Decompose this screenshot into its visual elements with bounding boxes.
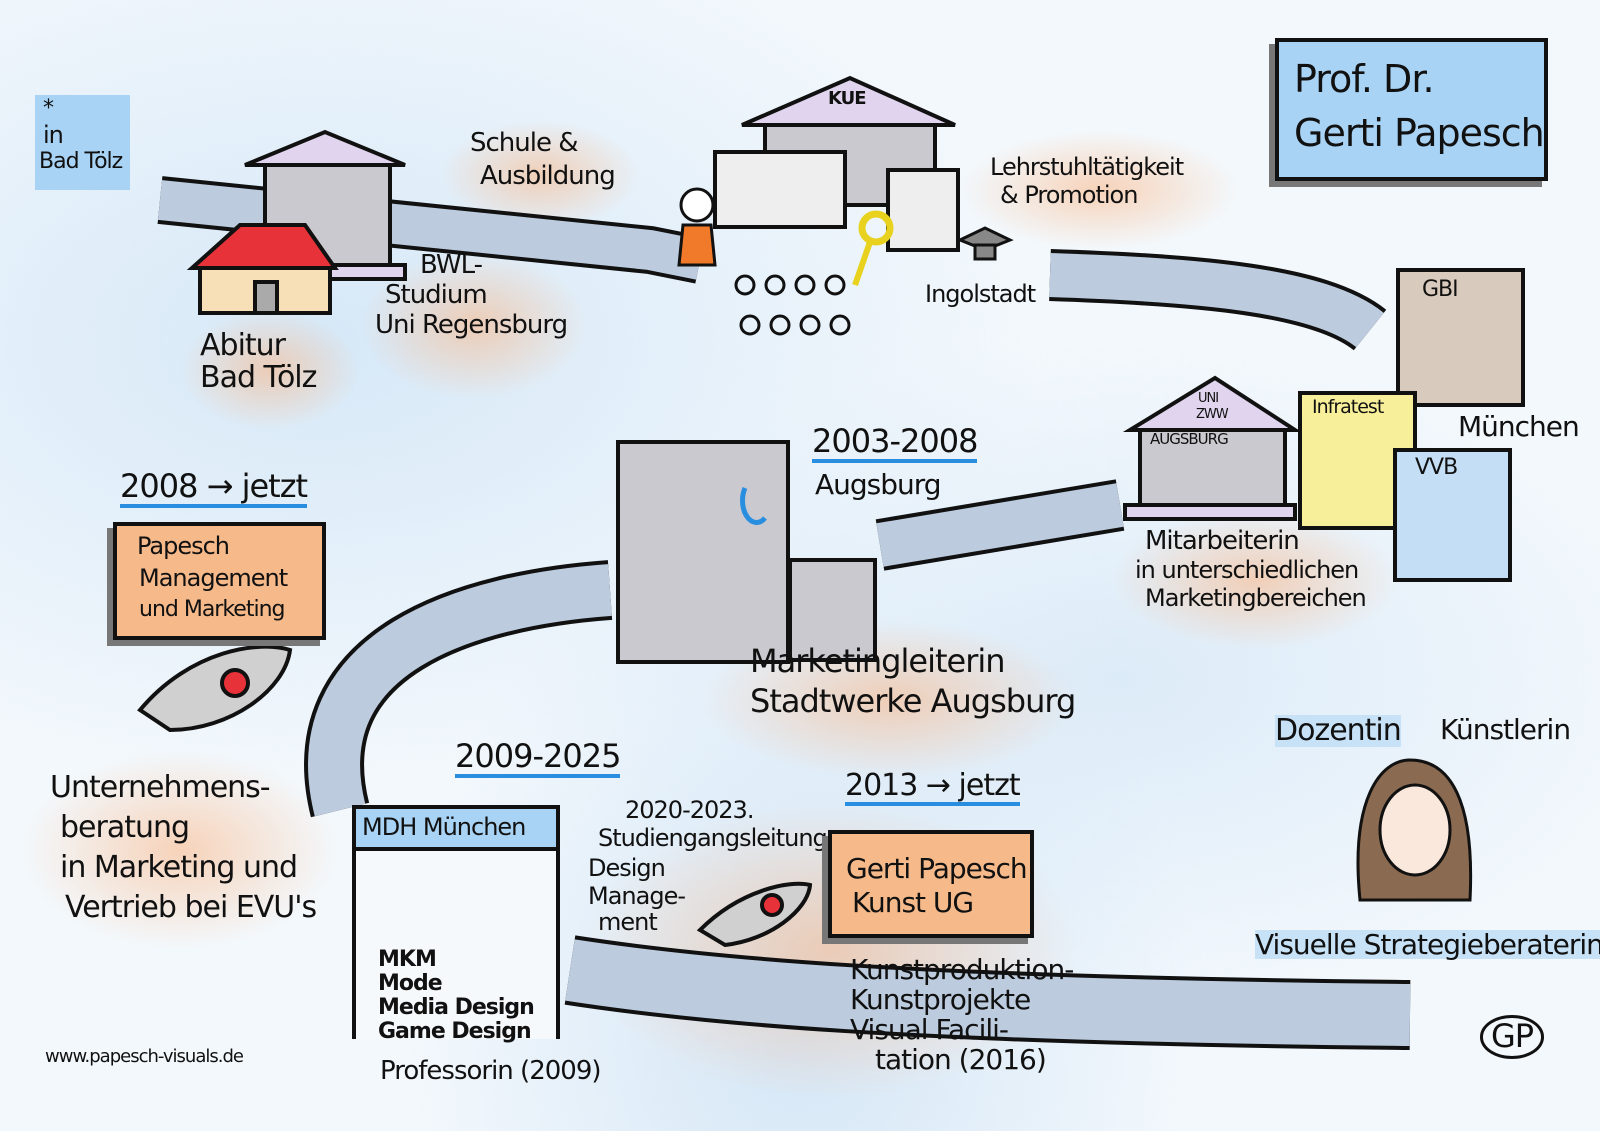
kunst-plate: Gerti Papesch Kunst UG <box>828 830 1034 938</box>
kue-role2: & Promotion <box>1000 181 1138 209</box>
schule-line2: Ausbildung <box>480 161 616 191</box>
birth-in: in <box>43 121 64 149</box>
kunst-desc2: Kunstprojekte <box>850 983 1031 1016</box>
birth-box: * in Bad Tölz <box>35 95 130 190</box>
ppm-desc3: in Marketing und <box>60 850 298 885</box>
ppm-line3: und Marketing <box>139 597 285 622</box>
ppm-desc4: Vertrieb bei EVU's <box>65 890 317 925</box>
munich-role2: in unterschiedlichen <box>1135 556 1359 584</box>
course-item: Game Design <box>378 1019 532 1044</box>
swa-role1: Marketingleiterin <box>750 642 1006 680</box>
name-plate: Prof. Dr. Gerti Papesch <box>1275 38 1548 181</box>
highlight <box>960 130 1240 250</box>
lead-line4: Manage- <box>588 882 686 910</box>
lead-title: Studiengangsleitung <box>598 824 828 852</box>
vvb-building-icon <box>1393 448 1512 582</box>
vvb-label: VVB <box>1415 455 1458 480</box>
munich-role1: Mitarbeiterin <box>1145 526 1300 556</box>
swa-years: 2003-2008 <box>812 424 978 463</box>
birth-place: Bad Tölz <box>39 149 123 174</box>
teacher-icon <box>677 187 717 267</box>
studium-line2: Studium <box>385 280 488 310</box>
highlight <box>180 310 360 430</box>
swa-logo-icon <box>740 486 767 525</box>
lead-years: 2020-2023. <box>625 796 754 824</box>
birth-star: * <box>43 96 54 121</box>
highlight <box>20 750 340 950</box>
rocket-icon <box>137 644 293 733</box>
lead-line3: Design <box>588 854 666 882</box>
uni-label2: ZWW <box>1196 407 1229 422</box>
kue-building-icon <box>713 75 960 286</box>
mdh-frame: MDH München <box>352 805 560 1039</box>
kue-role1: Lehrstuhltätigkeit <box>990 153 1184 181</box>
kunst-desc4: tation (2016) <box>875 1043 1047 1076</box>
audience-icon <box>734 274 851 336</box>
signature: GP <box>1480 1015 1545 1059</box>
kunst-line2: Kunst UG <box>852 886 974 919</box>
course-item: MKM <box>378 947 437 972</box>
lead-line5: ment <box>598 908 658 936</box>
kue-city: Ingolstadt <box>925 280 1036 308</box>
role-berater: Visuelle Strategieberaterin <box>1255 930 1600 959</box>
course-item: Media Design <box>378 995 535 1020</box>
kunst-years: 2013 → jetzt <box>845 770 1021 806</box>
mdh-years: 2009-2025 <box>455 739 621 778</box>
uni-label1: UNI <box>1198 391 1219 406</box>
ppm-plate: Papesch Management und Marketing <box>113 522 326 640</box>
uni-label3: AUGSBURG <box>1150 430 1229 448</box>
mdh-role: Professorin (2009) <box>380 1056 602 1086</box>
website-link[interactable]: www.papesch-visuals.de <box>45 1046 244 1067</box>
role-dozentin: Dozentin <box>1275 713 1402 748</box>
rocket-icon <box>696 881 813 948</box>
role-kuenstlerin: Künstlerin <box>1440 713 1571 746</box>
swa-role2: Stadtwerke Augsburg <box>750 682 1076 720</box>
name-full: Gerti Papesch <box>1294 111 1545 155</box>
kunst-line1: Gerti Papesch <box>846 852 1028 885</box>
mdh-title: MDH München <box>362 813 526 841</box>
kue-label: KUE <box>828 88 867 109</box>
infratest-label: Infratest <box>1312 396 1384 418</box>
gbi-building-icon <box>1396 268 1525 407</box>
abitur-label: Abitur Bad Tölz <box>200 328 317 395</box>
mdh-header: MDH München <box>356 809 556 851</box>
course-item: Mode <box>378 971 443 996</box>
graduation-cap-icon <box>956 226 1014 261</box>
ppm-desc1: Unternehmens- <box>50 770 271 805</box>
schule-line1: Schule & <box>470 128 579 158</box>
ppm-line2: Management <box>139 564 288 592</box>
stadtwerke-building-icon <box>616 440 790 664</box>
ppm-years: 2008 → jetzt <box>120 469 308 508</box>
school-house-icon <box>186 223 339 315</box>
swa-city: Augsburg <box>815 468 942 501</box>
ppm-desc2: beratung <box>60 810 190 845</box>
name-title: Prof. Dr. <box>1294 57 1435 101</box>
highlight <box>1110 510 1400 650</box>
studium-line1: BWL- <box>420 250 483 280</box>
gbi-label: GBI <box>1422 277 1459 302</box>
munich-role3: Marketingbereichen <box>1145 584 1367 612</box>
munich-label: München <box>1458 410 1580 443</box>
studium-line3: Uni Regensburg <box>375 310 568 340</box>
portrait-icon <box>1356 758 1473 902</box>
ppm-line1: Papesch <box>137 532 230 560</box>
kunst-desc3: Visual Facili- <box>850 1013 1009 1046</box>
kunst-desc1: Kunstproduktion- <box>850 953 1074 986</box>
